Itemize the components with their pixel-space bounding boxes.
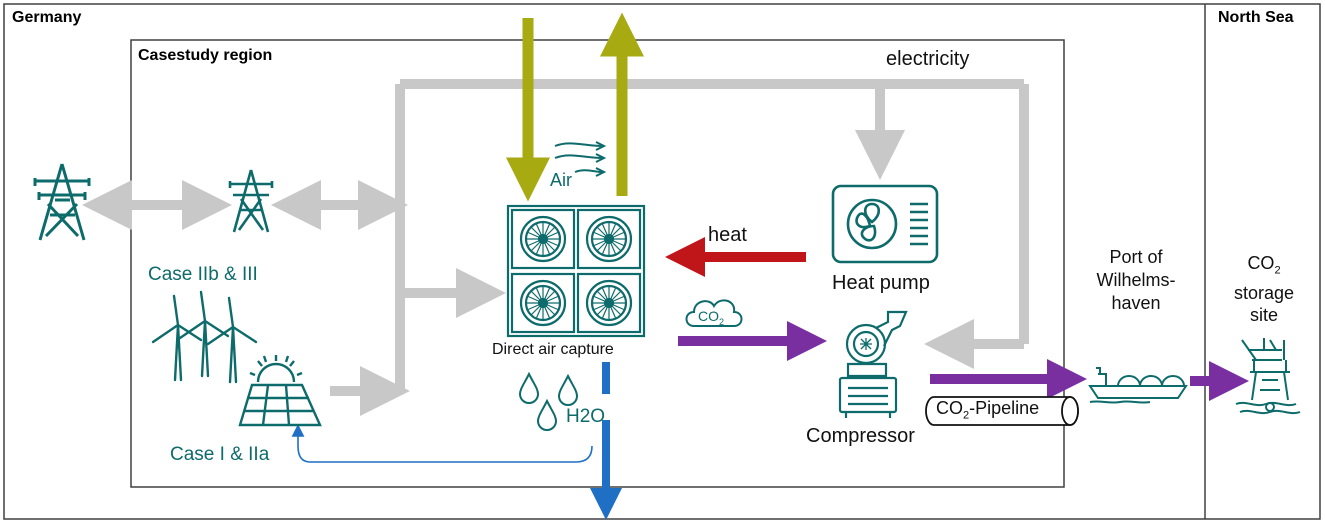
co2-cloud-icon xyxy=(685,299,743,327)
storage-co-sub: 2 xyxy=(1274,264,1281,277)
storage-co-text: CO xyxy=(1247,253,1275,273)
co2-cloud-sub: 2 xyxy=(719,316,725,327)
case-solar-label: Case I & IIa xyxy=(170,444,270,465)
north-sea-label: North Sea xyxy=(1218,9,1294,26)
co2-cloud-label: CO2 xyxy=(698,308,724,327)
port-line-3: haven xyxy=(1111,293,1161,313)
port-label: Port of Wilhelms- haven xyxy=(1086,246,1186,315)
pipeline-text: CO xyxy=(936,398,963,418)
germany-region-box xyxy=(3,3,1321,520)
storage-line-3: site xyxy=(1249,304,1278,325)
storage-line-1: CO2 xyxy=(1222,252,1306,282)
water-to-solar-line xyxy=(291,424,593,463)
co2-cloud-text: CO xyxy=(698,308,719,324)
solar-panel-icon xyxy=(238,355,322,427)
case-wind-label: Case IIb & III xyxy=(148,264,258,285)
compressor-icon xyxy=(838,310,908,418)
wind-turbines-icon xyxy=(151,290,258,384)
pipeline-sub: 2 xyxy=(963,409,970,422)
power-tower-icon xyxy=(33,163,91,241)
pipeline-text-rest: -Pipeline xyxy=(969,398,1040,418)
offshore-platform-icon xyxy=(1235,338,1301,415)
h2o-label: H2O xyxy=(566,406,606,427)
ship-icon xyxy=(1088,367,1188,404)
water-drops-icon xyxy=(518,371,579,431)
casestudy-region-box xyxy=(130,39,1065,488)
germany-label: Germany xyxy=(12,9,82,26)
dac-fan-unit-icon xyxy=(506,204,646,338)
pipeline-label: CO2-Pipeline xyxy=(936,398,1039,422)
storage-site-label: CO2 storage site xyxy=(1222,252,1306,326)
pipeline-icon xyxy=(925,396,1079,426)
air-flow-icon xyxy=(554,141,607,177)
electricity-network xyxy=(81,79,1029,416)
compressor-label: Compressor xyxy=(806,425,915,447)
port-line-1: Port of xyxy=(1109,247,1163,267)
port-line-2: Wilhelms- xyxy=(1096,270,1176,290)
air-label: Air xyxy=(550,170,572,190)
storage-line-2: storage xyxy=(1233,282,1295,303)
heat-label: heat xyxy=(708,224,747,246)
heat-pump-icon xyxy=(831,184,939,264)
power-tower-icon-small xyxy=(228,169,274,233)
heat-pump-label: Heat pump xyxy=(832,272,930,294)
casestudy-region-label: Casestudy region xyxy=(138,47,273,64)
dac-label: Direct air capture xyxy=(492,341,614,358)
electricity-label: electricity xyxy=(886,48,970,70)
